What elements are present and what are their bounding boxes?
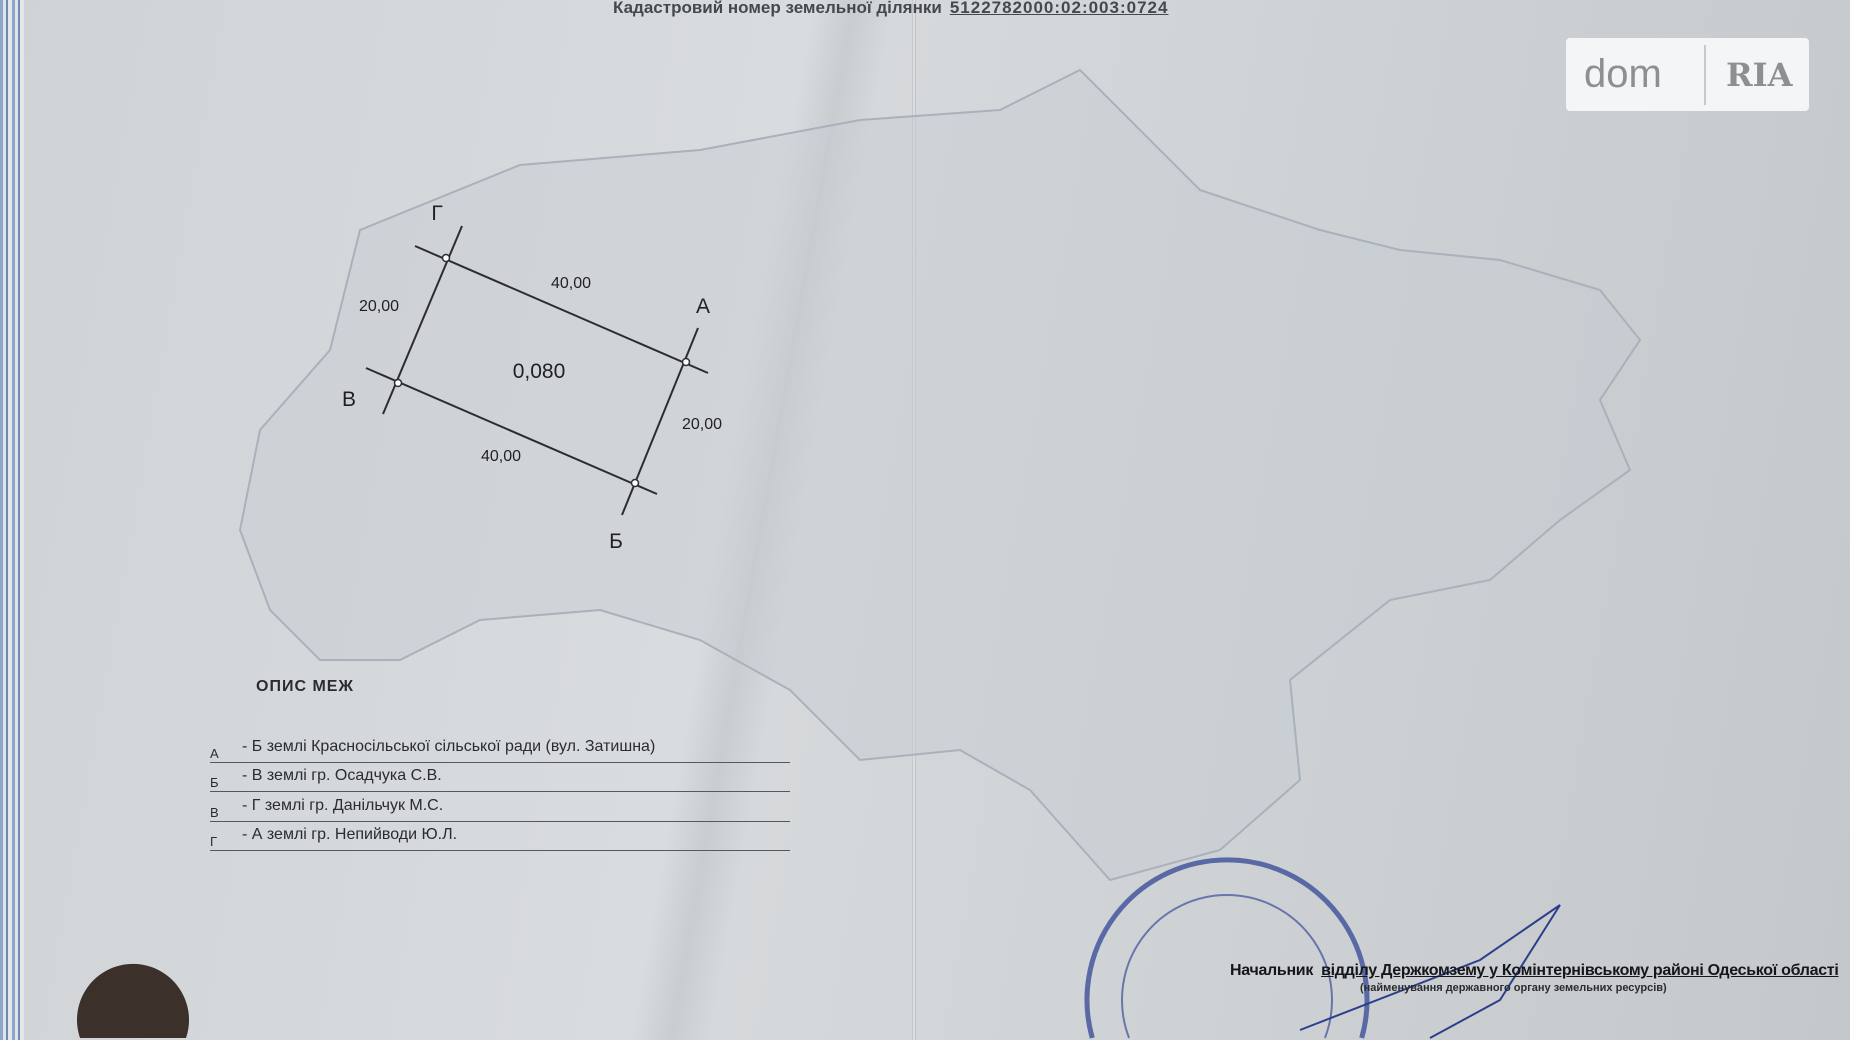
logo-divider <box>1704 44 1706 105</box>
official-title: Начальник відділу Держкомзему у Комінтерн… <box>1230 962 1839 980</box>
point-label-b: Б <box>609 530 623 553</box>
point-a <box>681 357 691 367</box>
official-prefix: Начальник <box>1230 962 1314 979</box>
cadastral-number-line: Кадастровий номер земельної ділянки 51227… <box>613 0 1168 18</box>
boundary-from: Г <box>210 834 218 849</box>
dimension-a-b: 20,00 <box>681 416 723 433</box>
document-border <box>0 0 24 1040</box>
official-caption: (найменування державного органу земельни… <box>1360 982 1667 994</box>
official-body: відділу Держкомзему у Комінтернівському … <box>1321 962 1839 979</box>
point-b <box>630 478 640 488</box>
boundary-from: А <box>210 746 219 761</box>
dimension-v-g: 20,00 <box>358 298 400 315</box>
official-stamp <box>1084 857 1370 1039</box>
dimension-g-a: 40,00 <box>550 275 592 292</box>
fold-line <box>912 0 916 1040</box>
boundary-row: Б - В землі гр. Осадчука С.В. <box>210 765 790 792</box>
corner-seal <box>77 963 189 1038</box>
point-label-a: А <box>695 295 711 318</box>
boundary-from: Б <box>210 775 219 790</box>
signature <box>1299 904 1561 1039</box>
ukraine-map-outline <box>238 68 1642 882</box>
point-label-g: Г <box>431 202 443 225</box>
boundary-text: - Г землі гр. Данільчук М.С. <box>242 797 444 814</box>
logo-dom: dom <box>1584 52 1662 96</box>
point-g <box>441 253 451 263</box>
plot-area: 0,080 <box>512 360 566 383</box>
boundaries-title: ОПИС МЕЖ <box>256 678 354 695</box>
official-stamp-inner-ring <box>1121 894 1333 1039</box>
boundary-row: Г - А землі гр. Непийводи Ю.Л. <box>210 824 790 851</box>
boundary-text: - А землі гр. Непийводи Ю.Л. <box>242 826 458 843</box>
boundary-from: В <box>210 805 219 820</box>
cadastral-number: 5122782000:02:003:0724 <box>949 0 1169 17</box>
boundary-text: - В землі гр. Осадчука С.В. <box>242 767 442 784</box>
dimension-b-v: 40,00 <box>480 448 522 465</box>
cadastral-label: Кадастровий номер земельної ділянки <box>613 0 942 17</box>
logo-ria: RIA <box>1726 55 1793 94</box>
side-b-v <box>365 367 658 495</box>
point-v <box>393 378 403 388</box>
boundary-row: В - Г землі гр. Данільчук М.С. <box>210 795 790 822</box>
boundary-text: - Б землі Красносільської сільської ради… <box>242 738 656 755</box>
side-g-a <box>414 245 709 374</box>
boundary-row: А - Б землі Красносільської сільської рад… <box>210 736 790 763</box>
point-label-v: В <box>341 388 357 411</box>
domria-watermark-logo: dom RIA <box>1566 38 1809 111</box>
